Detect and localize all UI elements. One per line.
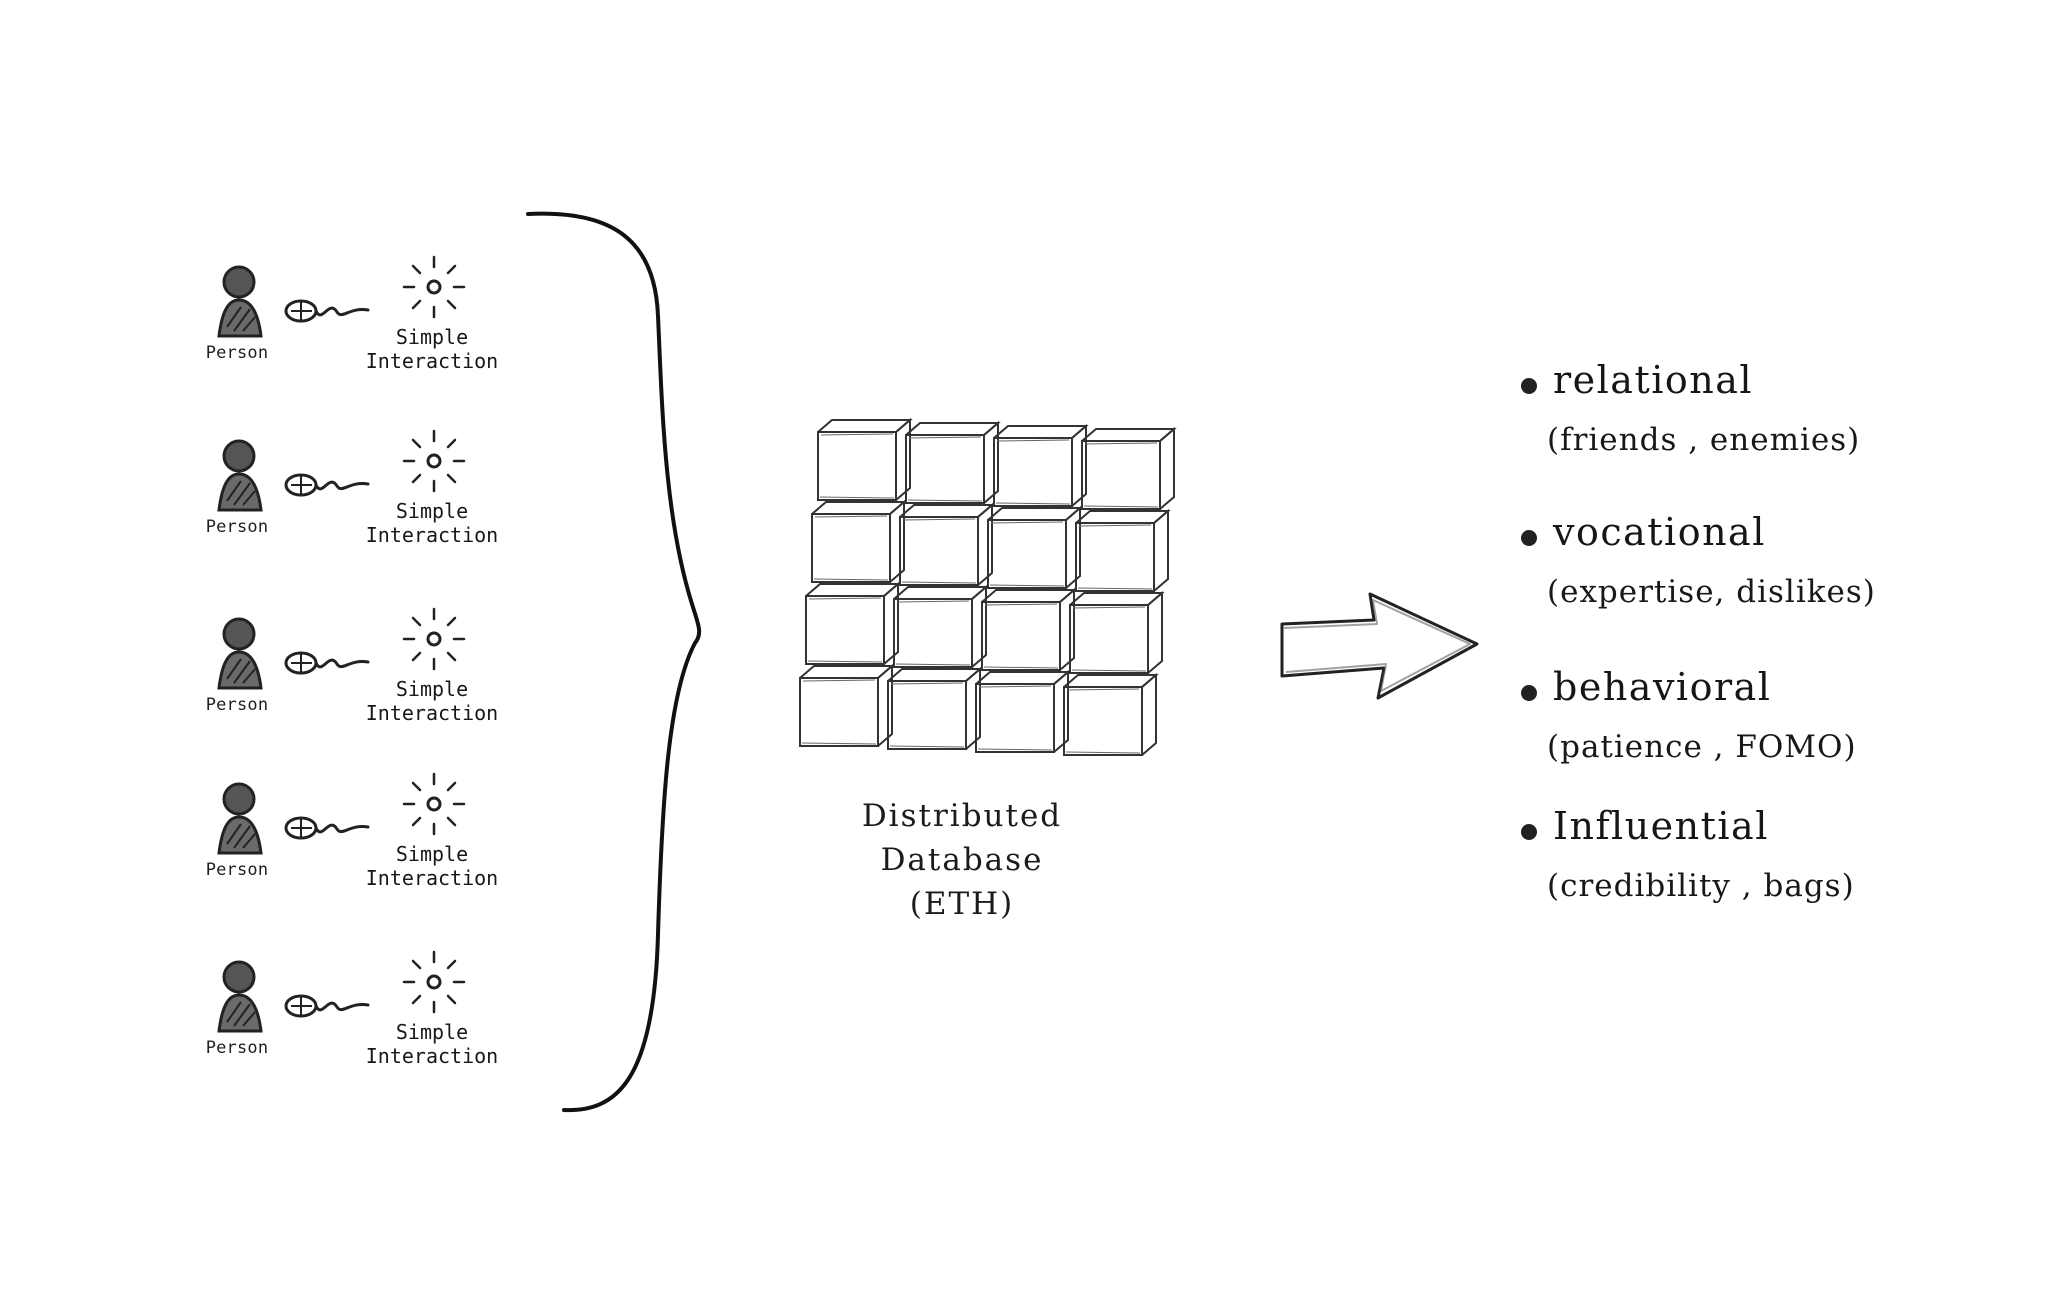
person-icons-group [217,265,263,1033]
sparkle-icon [402,429,466,493]
interaction-label-line1: Simple [395,325,469,349]
person-icon [217,439,263,512]
simple-interaction-label: Simple Interaction [347,1020,517,1068]
database-cube [993,423,1089,507]
database-cube [799,663,895,747]
interaction-connector-icon [284,994,370,1018]
database-label: Distributed Database (ETH) [822,794,1102,926]
trait-examples: (patience , FOMO) [1547,729,1857,765]
simple-interaction-label: Simple Interaction [347,677,517,725]
sparkle-icon [402,255,466,319]
interaction-connector-icon [284,299,370,323]
trait-item: vocational (expertise, dislikes) [1515,510,1985,630]
people-interactions: Person Simple Interaction Person Simple … [185,245,535,1105]
person-row: Person Simple Interaction [185,762,525,897]
bullet-icon [1521,824,1537,840]
interaction-connector-icon [284,651,370,675]
database-cube [1081,426,1177,510]
simple-interaction-label: Simple Interaction [347,325,517,373]
person-icon [217,617,263,690]
database-label-line2: Database [880,842,1044,878]
person-row: Person Simple Interaction [185,940,525,1075]
person-icon [217,960,263,1033]
interaction-label-line2: Interaction [365,349,499,373]
interaction-label-line1: Simple [395,499,469,523]
interaction-icons-group [284,255,466,1018]
database-cube [981,587,1077,671]
database-cube [1063,672,1159,756]
interaction-connector-icon [284,473,370,497]
sparkle-icon [402,772,466,836]
trait-examples: (credibility , bags) [1547,868,1855,904]
trait-examples: (expertise, dislikes) [1547,574,1876,610]
interaction-connector-icon [284,816,370,840]
person-label: Person [205,343,269,363]
person-row: Person Simple Interaction [185,245,525,380]
database-cube [1069,590,1165,674]
trait-name: behavioral [1553,665,1772,709]
bullet-icon [1521,530,1537,546]
interaction-label-line2: Interaction [365,523,499,547]
person-label: Person [205,1038,269,1058]
database-cube [805,581,901,665]
bullet-icon [1521,378,1537,394]
database-cubes [799,417,1177,756]
database-cube [899,502,995,586]
person-row: Person Simple Interaction [185,597,525,732]
interaction-label-line1: Simple [395,1020,469,1044]
right-arrow-icon [1280,592,1479,700]
database-label-line3: (ETH) [909,886,1015,922]
person-label: Person [205,517,269,537]
curly-brace [526,211,702,1113]
database-cube [975,669,1071,753]
interaction-label-line2: Interaction [365,701,499,725]
trait-list: relational (friends , enemies) vocationa… [1515,358,1985,938]
right-arrow-shadow [1283,599,1471,692]
simple-interaction-label: Simple Interaction [347,499,517,547]
bullet-icon [1521,685,1537,701]
database-cube [905,420,1001,504]
database-cube [893,584,989,668]
interaction-label-line2: Interaction [365,866,499,890]
simple-interaction-label: Simple Interaction [347,842,517,890]
interaction-label-line2: Interaction [365,1044,499,1068]
interaction-label-line1: Simple [395,842,469,866]
trait-name: vocational [1553,510,1766,554]
person-icon [217,265,263,338]
database-label-line1: Distributed [861,798,1063,834]
person-icon [217,782,263,855]
interaction-label-line1: Simple [395,677,469,701]
trait-name: relational [1553,358,1754,402]
trait-examples: (friends , enemies) [1547,422,1861,458]
trait-item: relational (friends , enemies) [1515,358,1985,478]
trait-name: Influential [1553,804,1769,848]
database-cube [887,666,983,750]
trait-item: behavioral (patience , FOMO) [1515,665,1985,785]
person-row: Person Simple Interaction [185,419,525,554]
trait-item: Influential (credibility , bags) [1515,804,1985,924]
sparkle-icon [402,950,466,1014]
database-cube [1075,508,1171,592]
person-label: Person [205,860,269,880]
database-cube [811,499,907,583]
person-label: Person [205,695,269,715]
database-cube [987,505,1083,589]
sparkle-icon [402,607,466,671]
database-cube [817,417,913,501]
